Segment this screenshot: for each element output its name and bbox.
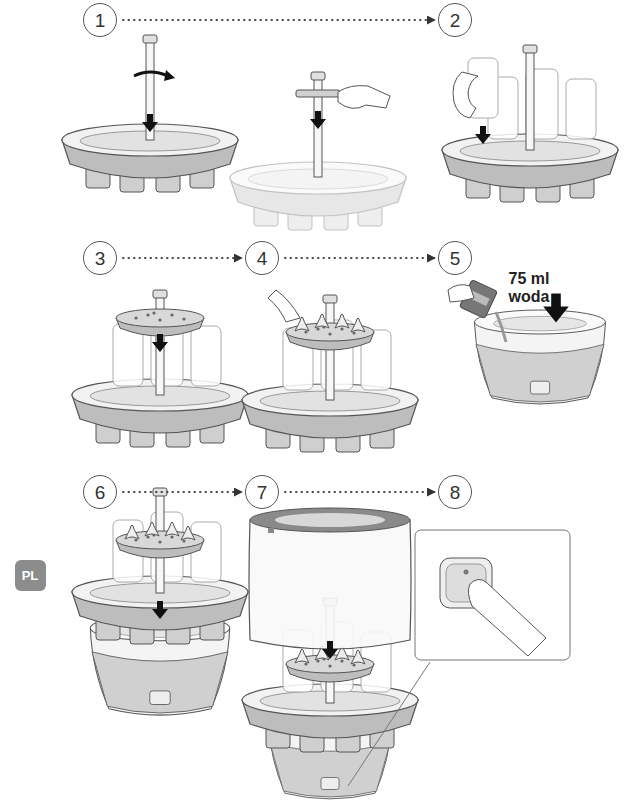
step-text: 3 [95, 249, 106, 268]
step1-basket [62, 35, 238, 192]
step-text: 6 [95, 483, 106, 502]
step-number: 1 [83, 3, 117, 37]
step1-clip [230, 72, 406, 230]
step-text: 5 [450, 249, 461, 268]
step-text: 8 [450, 483, 461, 502]
dotted-arrow [123, 257, 242, 259]
step-text: 1 [95, 11, 106, 30]
step3-disc [72, 290, 248, 447]
language-badge: PL [15, 560, 46, 591]
step-number: 8 [438, 475, 472, 509]
step-number: 4 [245, 241, 279, 275]
step-text: PL [22, 569, 39, 582]
dotted-arrow [123, 19, 435, 21]
step-number: 2 [438, 3, 472, 37]
step2-bottles [442, 45, 618, 202]
step8-button [348, 530, 570, 786]
dotted-arrow [285, 491, 435, 493]
step6-assembly [72, 488, 248, 715]
step-text: 7 [257, 483, 268, 502]
step-number: 7 [245, 475, 279, 509]
step-number: 6 [83, 475, 117, 509]
step7-lid [242, 508, 418, 799]
step-number: 5 [438, 241, 472, 275]
water-amount: 75 ml woda [498, 270, 560, 305]
step-number: 3 [83, 241, 117, 275]
step-text: 4 [257, 249, 268, 268]
dotted-arrow [285, 257, 435, 259]
step-text: 2 [450, 11, 461, 30]
step4-teats [242, 290, 418, 452]
dotted-arrow [123, 491, 242, 493]
